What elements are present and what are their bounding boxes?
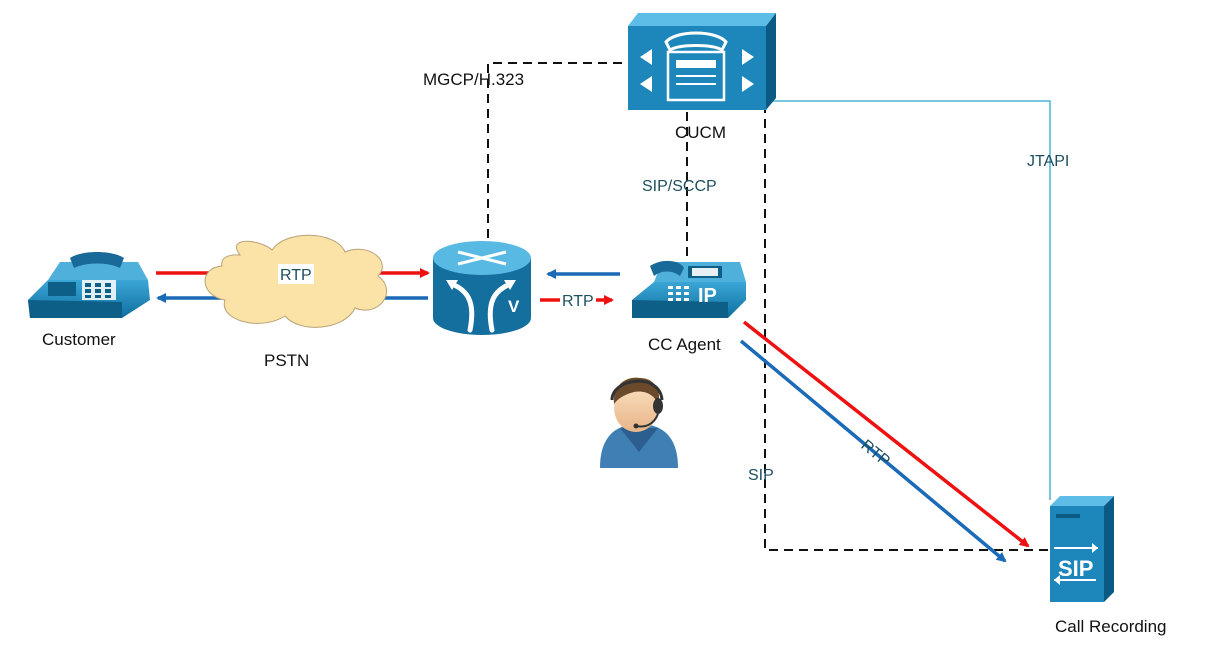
- call-manager-icon: [628, 13, 776, 110]
- customer-phone: [28, 252, 150, 318]
- link-cucm-recorder-sip: [764, 104, 1050, 551]
- rtp-agent-to-recorder-red: [742, 320, 1030, 548]
- sip-server-icon: SIP: [1050, 496, 1114, 602]
- cucm-label: CUCM: [675, 123, 726, 142]
- labels: Customer PSTN CC Agent CUCM Call Recordi…: [42, 70, 1167, 636]
- customer-label: Customer: [42, 330, 116, 349]
- link-gateway-cucm: [487, 62, 630, 238]
- agent-phone: IP: [632, 260, 746, 318]
- link-cucm-recorder-jtapi: [768, 100, 1051, 500]
- sip-badge: SIP: [1058, 556, 1093, 581]
- jtapi-label: JTAPI: [1027, 153, 1069, 170]
- rtp-label-agent: RTP: [562, 293, 594, 310]
- ip-badge: IP: [698, 285, 717, 307]
- voice-router-icon: V: [433, 241, 531, 335]
- sip-sccp-label: SIP/SCCP: [642, 178, 717, 195]
- agent-label: CC Agent: [648, 335, 721, 354]
- call-recording-label: Call Recording: [1055, 617, 1167, 636]
- agent-person: [600, 377, 678, 468]
- pstn-label: PSTN: [264, 351, 309, 370]
- desk-phone-icon: [28, 252, 150, 318]
- cucm-server: [628, 13, 776, 110]
- mgcp-h323-label: MGCP/H.323: [423, 70, 524, 89]
- call-recording-server: SIP: [1050, 496, 1114, 602]
- ip-phone-icon: IP: [632, 260, 746, 318]
- rtp-label-bg: [278, 264, 314, 284]
- agent-headset-icon: [600, 377, 678, 468]
- sip-link-label: SIP: [748, 467, 774, 484]
- signaling-links: [487, 62, 1051, 551]
- rtp-label-pstn: RTP: [280, 267, 312, 284]
- rtp-agent-to-recorder-blue: [739, 339, 1007, 563]
- rtp-label-bg: [560, 290, 596, 310]
- voice-gateway: V: [433, 241, 531, 335]
- router-badge: V: [508, 297, 520, 316]
